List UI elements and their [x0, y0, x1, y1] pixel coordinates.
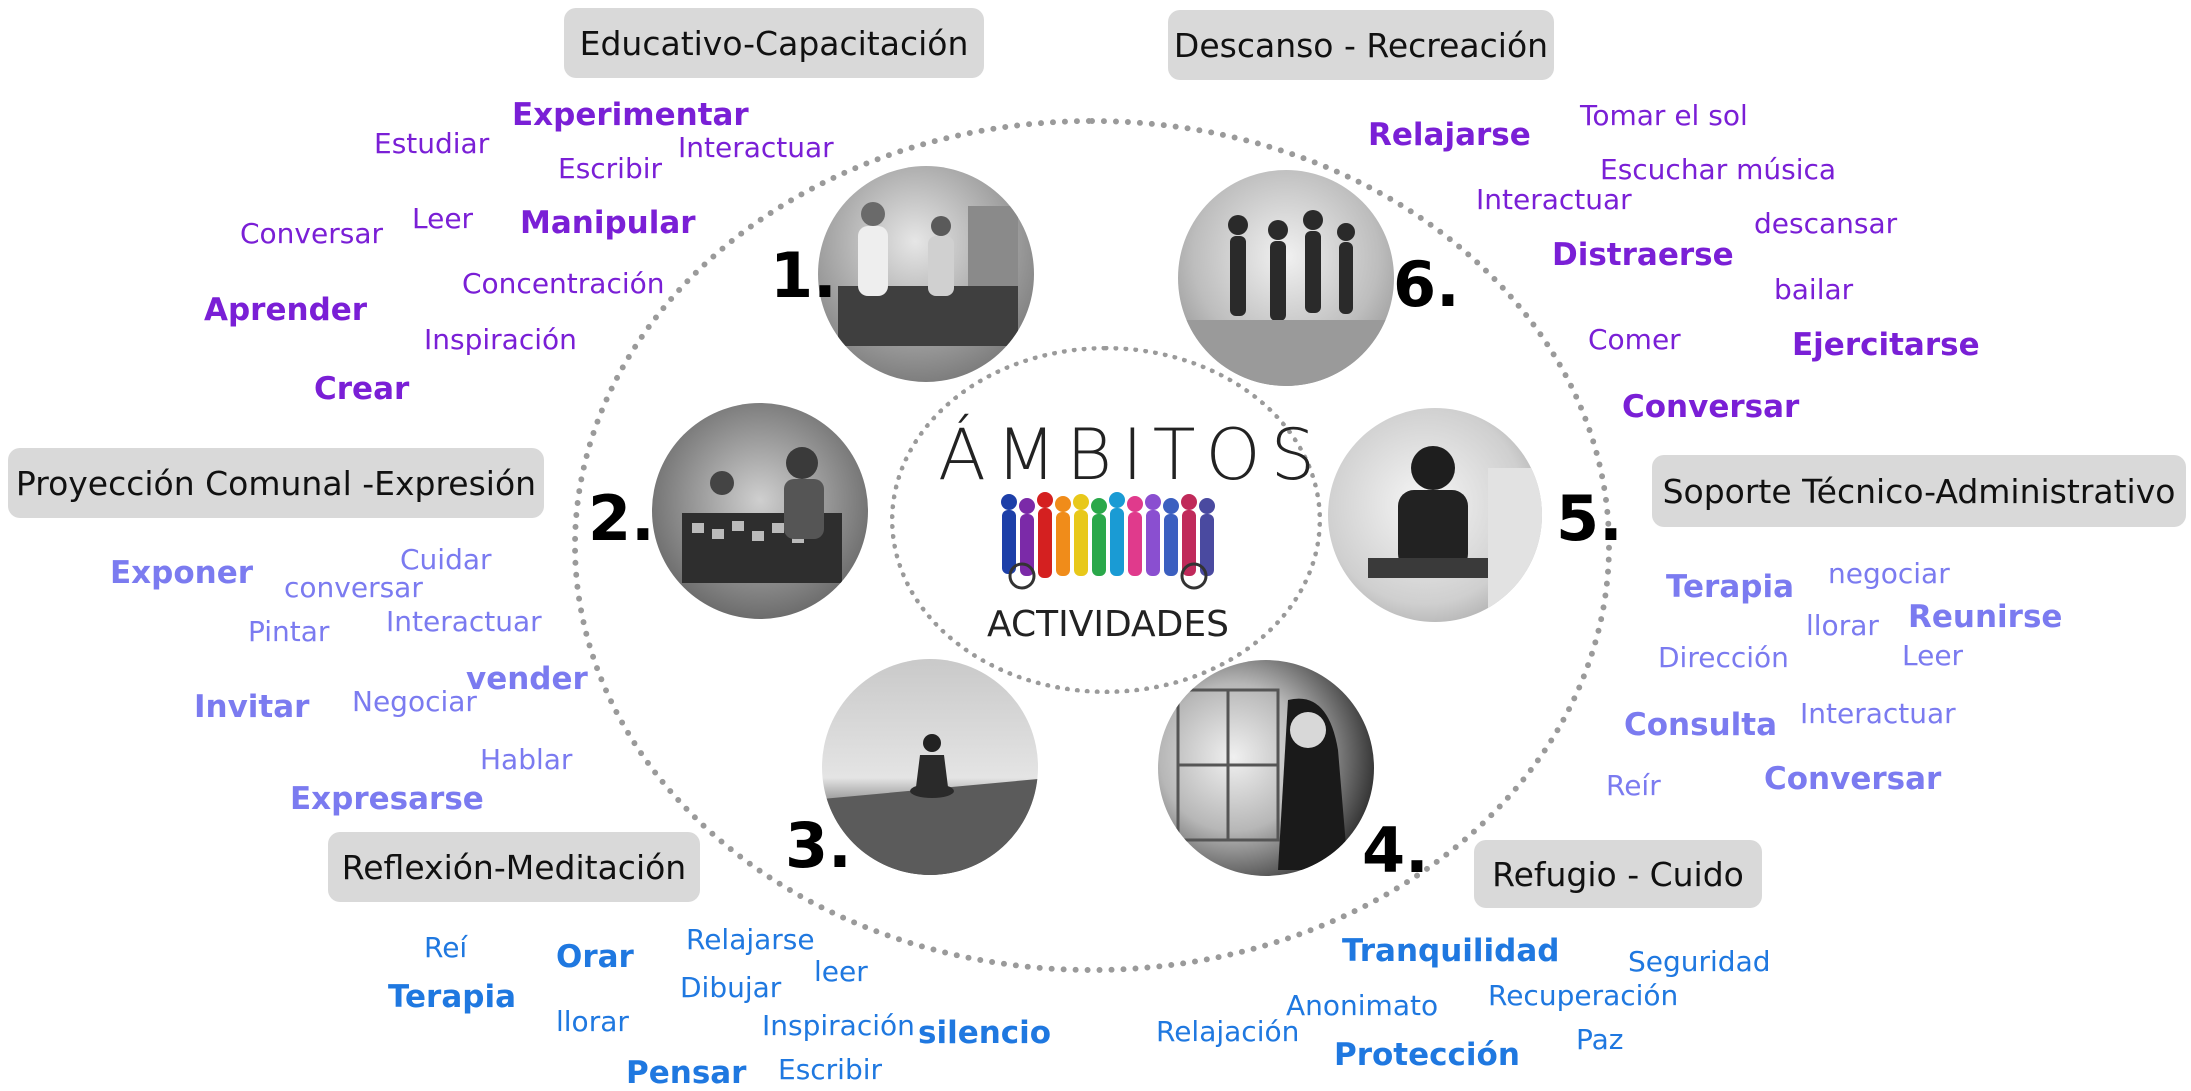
word-interactuar-5: Interactuar: [1800, 697, 1956, 730]
number-1: 1.: [770, 239, 837, 312]
word-orar: Orar: [556, 939, 634, 975]
word-experimentar: Experimentar: [512, 97, 749, 133]
word-relajarse-3: Relajarse: [686, 923, 815, 956]
people-silhouettes-colorful-icon: [1001, 492, 1215, 590]
word-estudiar: Estudiar: [374, 127, 490, 160]
word-leer: Leer: [412, 202, 474, 235]
word-interactuar-6: Interactuar: [1476, 183, 1632, 216]
word-relajacion: Relajación: [1156, 1015, 1300, 1048]
word-escribir-3: Escribir: [778, 1053, 883, 1086]
center-title: ÁMBITOS: [938, 414, 1326, 496]
word-interactuar-2: Interactuar: [386, 605, 542, 638]
word-invitar: Invitar: [194, 689, 310, 725]
word-ejercitarse: Ejercitarse: [1792, 327, 1980, 363]
number-2: 2.: [588, 482, 655, 555]
word-recuperacion: Recuperación: [1488, 979, 1679, 1012]
word-vender: vender: [466, 661, 588, 697]
word-hablar: Hablar: [480, 743, 573, 776]
word-conversar-5: Conversar: [1764, 761, 1942, 797]
word-terapia-5: Terapia: [1666, 569, 1794, 605]
section-label-proyeccion: Proyección Comunal -Expresión: [8, 448, 544, 518]
word-conversar-2: conversar: [284, 571, 423, 604]
word-dibujar: Dibujar: [680, 971, 782, 1004]
word-negociar-5: negociar: [1828, 557, 1950, 590]
word-exponer: Exponer: [110, 555, 254, 591]
section-label-descanso: Descanso - Recreación: [1168, 10, 1554, 80]
word-llorar-5: llorar: [1806, 609, 1879, 642]
word-consulta: Consulta: [1624, 707, 1778, 743]
word-crear: Crear: [314, 371, 410, 407]
section-label-refugio: Refugio - Cuido: [1474, 840, 1762, 908]
number-6: 6.: [1393, 248, 1460, 321]
word-concentracion: Concentración: [462, 267, 665, 300]
factory-workers-photo: [818, 166, 1034, 382]
word-escuchar-musica: Escuchar música: [1600, 153, 1837, 186]
word-comer: Comer: [1588, 323, 1681, 356]
word-conversar: Conversar: [240, 217, 383, 250]
woman-at-window-photo: [1158, 660, 1374, 876]
word-llorar-3: llorar: [556, 1005, 629, 1038]
market-stall-photo: [652, 403, 868, 619]
word-tomar-sol: Tomar el sol: [1580, 99, 1748, 132]
word-rei: Reí: [424, 931, 468, 964]
inner-dotted-ring: [890, 346, 1322, 694]
word-bailar: bailar: [1774, 273, 1854, 306]
word-aprender: Aprender: [204, 292, 368, 328]
word-inspiracion: Inspiración: [424, 323, 577, 356]
section-label-educativo: Educativo-Capacitación: [564, 8, 984, 78]
word-conversar-6: Conversar: [1622, 389, 1800, 425]
word-reunirse: Reunirse: [1908, 599, 2063, 635]
word-pintar: Pintar: [248, 615, 330, 648]
meditating-person-photo: [822, 659, 1038, 875]
word-expresarse: Expresarse: [290, 781, 484, 817]
number-4: 4.: [1362, 814, 1429, 887]
word-silencio: silencio: [918, 1015, 1052, 1051]
outer-dotted-ring: [572, 118, 1612, 973]
word-seguridad: Seguridad: [1628, 945, 1771, 978]
word-tranquilidad: Tranquilidad: [1342, 933, 1560, 969]
word-escribir: Escribir: [558, 152, 663, 185]
word-inspiracion-3: Inspiración: [762, 1009, 915, 1042]
section-label-soporte: Soporte Técnico-Administrativo: [1652, 455, 2186, 527]
section-label-reflexion: Reflexión-Meditación: [328, 832, 700, 902]
word-proteccion: Protección: [1334, 1037, 1520, 1073]
word-terapia-3: Terapia: [388, 979, 516, 1015]
word-reir: Reír: [1606, 769, 1661, 802]
number-3: 3.: [785, 809, 852, 882]
therapist-session-photo: [1328, 408, 1542, 622]
word-paz: Paz: [1576, 1023, 1624, 1056]
word-distraerse: Distraerse: [1552, 237, 1734, 273]
word-manipular: Manipular: [520, 205, 696, 241]
word-relajarse: Relajarse: [1368, 117, 1531, 153]
word-interactuar: Interactuar: [678, 131, 834, 164]
group-exercise-photo: [1178, 170, 1394, 386]
word-anonimato: Anonimato: [1286, 989, 1439, 1022]
word-leer-3: leer: [814, 955, 868, 988]
number-5: 5.: [1556, 482, 1623, 555]
word-leer-5: Leer: [1902, 639, 1964, 672]
center-subtitle: ACTIVIDADES: [986, 604, 1229, 645]
word-cuidar: Cuidar: [400, 543, 492, 576]
word-descansar: descansar: [1754, 207, 1898, 240]
word-direccion: Dirección: [1658, 641, 1789, 674]
word-pensar: Pensar: [626, 1055, 747, 1091]
word-negociar: Negociar: [352, 685, 477, 718]
